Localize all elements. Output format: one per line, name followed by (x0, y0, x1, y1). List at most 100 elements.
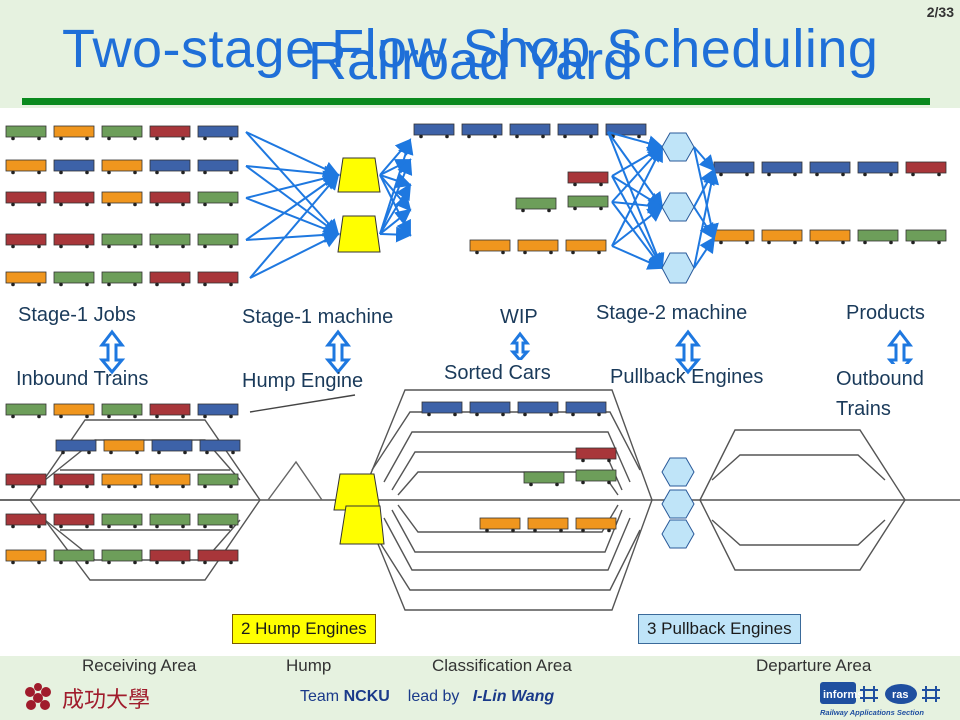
stage1-machine-1 (337, 157, 381, 193)
flow-arrow (611, 145, 664, 203)
stage1-machine-2 (337, 215, 381, 253)
product-car (809, 161, 851, 177)
mapping-arrow-machine2 (674, 329, 702, 375)
flow-arrow (245, 165, 340, 236)
hump-area-label: Hump (286, 656, 332, 675)
product-car (713, 229, 755, 245)
stage1-job-cars (5, 125, 239, 287)
flow-arrow (245, 197, 340, 237)
flow-arrow (245, 165, 340, 182)
flow-arrows (245, 131, 720, 279)
team-prefix: Team (300, 688, 344, 705)
sorted-car (527, 517, 569, 533)
stage2-machine-label: Stage-2 machine (596, 302, 748, 324)
job-car (5, 233, 47, 249)
hump-engine-2 (339, 505, 385, 545)
hump-engine-1 (333, 473, 381, 511)
stage1-jobs-label: Stage-1 Jobs (18, 304, 136, 326)
inbound-car (53, 403, 95, 419)
inbound-trains-label: Inbound Trains (16, 368, 149, 390)
product-car (761, 229, 803, 245)
inbound-car (5, 403, 47, 419)
inbound-car (53, 513, 95, 529)
sorted-cars-label: Sorted Cars (440, 360, 555, 387)
flow-arrow (611, 205, 664, 247)
job-car (5, 191, 47, 207)
job-car (53, 159, 95, 175)
footer-bar (0, 678, 960, 720)
job-car (101, 191, 143, 207)
job-car (197, 233, 239, 249)
wip-car (509, 123, 551, 139)
pullback-engine-2 (661, 489, 695, 519)
stage2-machine-2 (661, 192, 695, 222)
wip-car (605, 123, 647, 139)
flow-arrow (379, 174, 411, 237)
inbound-car (101, 513, 143, 529)
ras-logo-text: ras (892, 689, 909, 701)
inbound-car (149, 473, 191, 489)
informs-logo-text: informs (823, 689, 863, 701)
sorted-car (523, 471, 565, 487)
flow-arrow (379, 208, 412, 235)
job-car (5, 159, 47, 175)
wip-car (469, 239, 511, 255)
job-car (197, 271, 239, 287)
flow-arrow (693, 168, 720, 269)
wip-car (515, 197, 557, 213)
product-car (857, 229, 899, 245)
receiving-area-label: Receiving Area (82, 656, 197, 675)
inbound-car (197, 549, 239, 565)
job-car (101, 125, 143, 141)
product-car (857, 161, 899, 177)
job-car (149, 159, 191, 175)
inbound-car (5, 549, 47, 565)
sorted-car (575, 447, 617, 463)
inbound-car (197, 473, 239, 489)
team-name: NCKU (343, 688, 390, 705)
sorted-car (421, 401, 463, 417)
flow-arrow (245, 226, 340, 243)
departure-area-label: Departure Area (756, 656, 872, 675)
hump-engine-label: Hump Engine (242, 370, 364, 392)
flow-arrow (611, 145, 663, 247)
job-car (149, 125, 191, 141)
job-car (53, 271, 95, 287)
yard-cars (5, 401, 617, 565)
flow-arrow (611, 175, 663, 270)
wip-car (567, 171, 609, 187)
job-car (149, 191, 191, 207)
inbound-car (5, 473, 47, 489)
pullback-engines-count-box: 3 Pullback Engines (638, 614, 801, 644)
job-car (149, 233, 191, 249)
outbound-trains-label: Outbound Trains (836, 364, 960, 424)
sorted-car (575, 517, 617, 533)
job-car (5, 125, 47, 141)
inbound-car (199, 439, 241, 455)
leader-name: I-Lin Wang (472, 688, 555, 705)
inbound-car (55, 439, 97, 455)
page-number: 2/33 (926, 4, 954, 20)
stage1-machine-label: Stage-1 machine (242, 306, 394, 328)
flow-arrow (249, 173, 340, 279)
inbound-car (197, 403, 239, 419)
wip-car (413, 123, 455, 139)
inbound-car (151, 439, 193, 455)
flow-arrow (379, 138, 414, 235)
flow-arrow (693, 236, 716, 269)
flow-arrow (611, 245, 664, 270)
job-car (149, 271, 191, 287)
wip-cars (413, 123, 647, 255)
sorted-car (469, 401, 511, 417)
flow-arrow (379, 158, 413, 235)
flow-arrow (693, 146, 719, 240)
sorted-car (517, 401, 559, 417)
inbound-car (101, 549, 143, 565)
inbound-car (101, 403, 143, 419)
wip-car (517, 239, 559, 255)
product-car (905, 161, 947, 177)
stage2-machine-3 (661, 252, 695, 284)
ncku-logo: 成功大學 (25, 683, 150, 713)
classification-area-label: Classification Area (432, 656, 572, 675)
